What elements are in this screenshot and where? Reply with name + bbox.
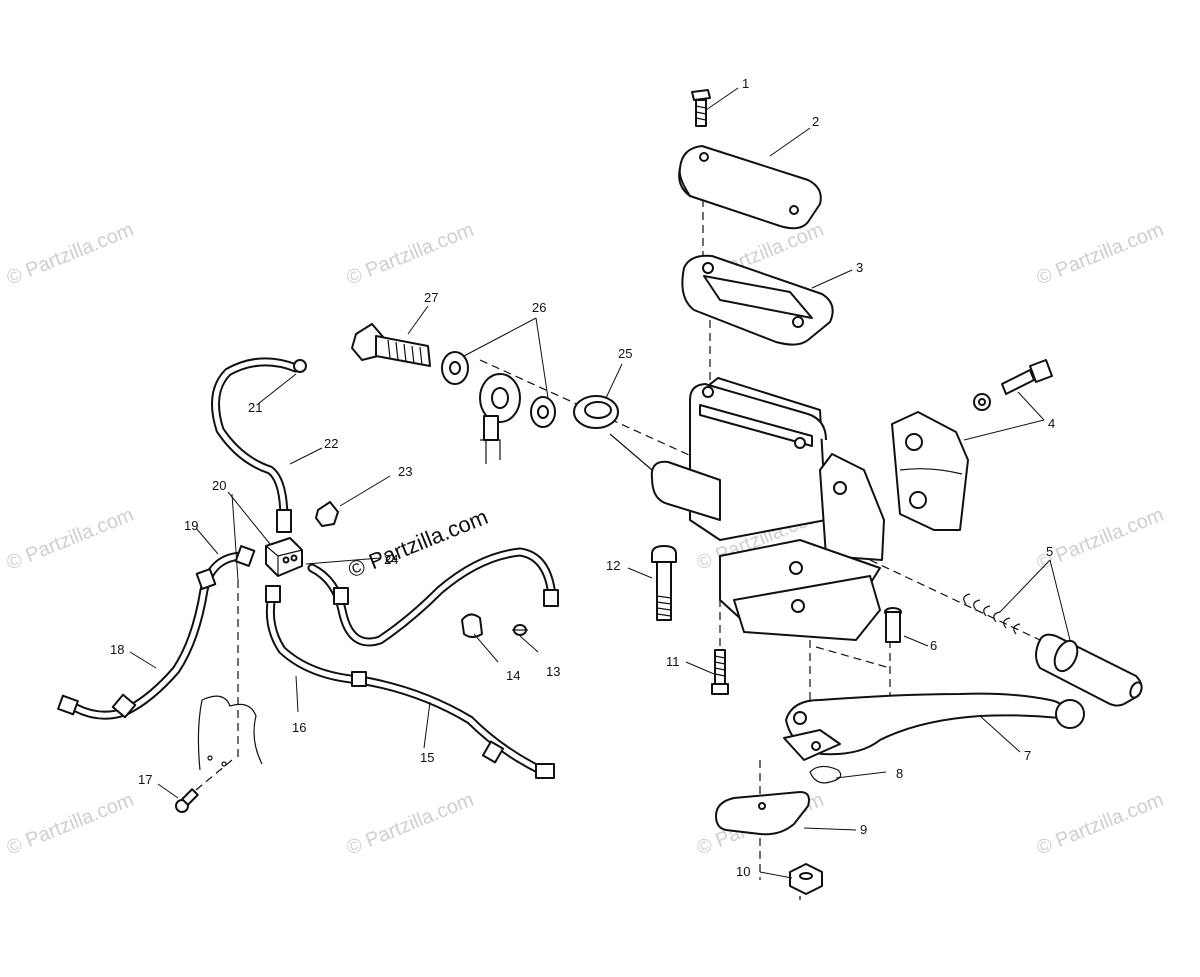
fitting-13[interactable]	[512, 624, 528, 636]
watermark: © Partzilla.com	[344, 789, 477, 860]
watermark: © Partzilla.com	[4, 504, 137, 575]
cover-screw-1[interactable]	[691, 89, 711, 127]
fitting-14[interactable]	[461, 613, 483, 638]
callout-10: 10	[736, 864, 750, 879]
bleeder-23[interactable]	[315, 501, 339, 527]
callout-5: 5	[1046, 544, 1053, 559]
screw-11[interactable]	[711, 649, 729, 695]
callout-18: 18	[110, 642, 124, 657]
hoses[interactable]	[57, 357, 559, 779]
callout-23: 23	[398, 464, 412, 479]
callout-26: 26	[532, 300, 546, 315]
callout-21: 21	[248, 400, 262, 415]
piston-spring-5[interactable]	[963, 593, 1144, 707]
callout-22: 22	[324, 436, 338, 451]
bolt-12[interactable]	[651, 545, 677, 621]
frame-fragment	[197, 695, 263, 771]
watermark: © Partzilla.com	[4, 219, 137, 290]
callout-3: 3	[856, 260, 863, 275]
brake-lever-7[interactable]	[783, 692, 1085, 761]
callout-1: 1	[742, 76, 749, 91]
reservoir-cover-2[interactable]	[678, 145, 822, 230]
watermark: © Partzilla.com	[4, 789, 137, 860]
master-cylinder-body[interactable]	[609, 377, 885, 641]
banjo-bolt-27[interactable]	[351, 323, 431, 367]
seal-25[interactable]	[573, 395, 619, 429]
callout-25: 25	[618, 346, 632, 361]
watermark: © Partzilla.com	[1034, 504, 1167, 575]
handlebar-clamp-4[interactable]	[891, 359, 1053, 531]
callout-27: 27	[424, 290, 438, 305]
distribution-block-20[interactable]	[265, 537, 303, 577]
callout-20: 20	[212, 478, 226, 493]
callouts: 1 2 3 4 5 6 7 8 9 10 11 12 13 14 15 16 1…	[110, 76, 1055, 879]
callout-4: 4	[1048, 416, 1055, 431]
callout-7: 7	[1024, 748, 1031, 763]
callout-13: 13	[546, 664, 560, 679]
assembly-lines	[195, 160, 1041, 900]
screw-17[interactable]	[175, 788, 199, 813]
callout-6: 6	[930, 638, 937, 653]
callout-19: 19	[184, 518, 198, 533]
callout-11: 11	[666, 654, 680, 669]
watermark: © Partzilla.com	[344, 219, 477, 290]
callout-24: 24	[384, 552, 398, 567]
callout-17: 17	[138, 772, 152, 787]
callout-2: 2	[812, 114, 819, 129]
callout-15: 15	[420, 750, 434, 765]
pivot-pin-6[interactable]	[884, 607, 902, 643]
callout-9: 9	[860, 822, 867, 837]
callout-14: 14	[506, 668, 520, 683]
lever-block-9[interactable]	[715, 791, 810, 836]
leader-lines	[129, 87, 1071, 879]
diaphragm-3[interactable]	[681, 254, 834, 346]
background-watermarks: © Partzilla.com © Partzilla.com © Partzi…	[4, 219, 1167, 860]
clip-8[interactable]	[809, 765, 842, 784]
nut-10[interactable]	[789, 863, 823, 895]
callout-16: 16	[292, 720, 306, 735]
watermark: © Partzilla.com	[1034, 219, 1167, 290]
banjo-washers-26[interactable]	[441, 351, 556, 464]
callout-12: 12	[606, 558, 620, 573]
callout-8: 8	[896, 766, 903, 781]
watermark: © Partzilla.com	[1034, 789, 1167, 860]
